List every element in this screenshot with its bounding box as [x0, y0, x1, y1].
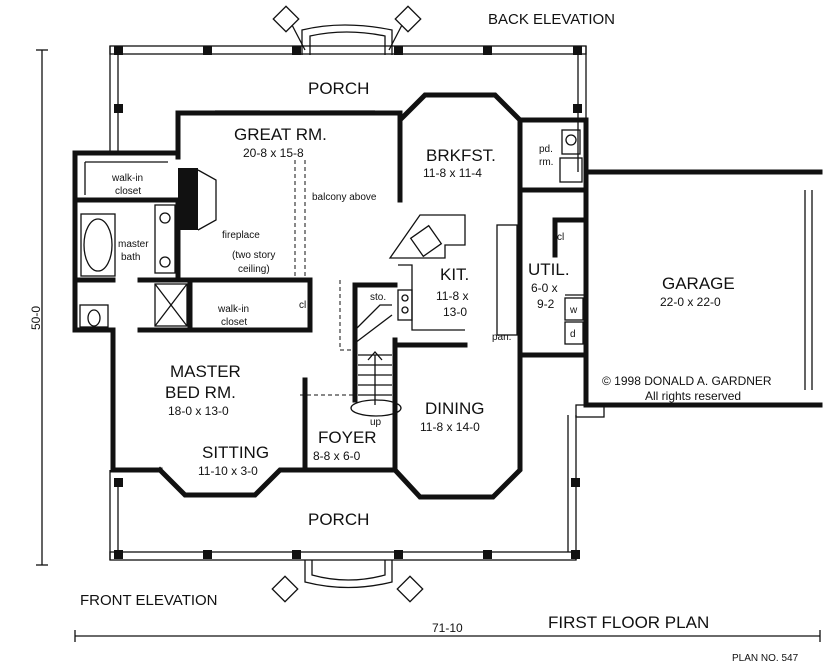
util-dims-1: 6-0 x [531, 281, 558, 295]
closet-cl-a: cl [299, 300, 306, 311]
brkfst-name: BRKFST. [426, 146, 496, 165]
pd-rm-2: rm. [539, 157, 553, 168]
garage-name: GARAGE [662, 274, 735, 293]
fireplace-label: fireplace [222, 230, 260, 241]
porch-front-label: PORCH [308, 510, 369, 529]
sto-label: sto. [370, 292, 386, 303]
kit-dims-2: 13-0 [443, 305, 467, 319]
pan-label: pan. [492, 332, 511, 343]
sitting-name: SITTING [202, 443, 269, 462]
master-bed-dims: 18-0 x 13-0 [168, 404, 229, 418]
closet-cl-b: cl [557, 232, 564, 243]
dining-dims: 11-8 x 14-0 [420, 420, 480, 434]
dimension-lines [36, 49, 821, 642]
washer-label: w [569, 305, 578, 316]
walkin-closet-top-2: closet [115, 186, 141, 197]
stair-up-label: up [370, 417, 382, 428]
walkin-closet-bot-1: walk-in [217, 304, 249, 315]
back-elevation-label: BACK ELEVATION [488, 11, 615, 28]
plan-title: FIRST FLOOR PLAN [548, 613, 709, 632]
porch-back-label: PORCH [308, 79, 369, 98]
garage [583, 169, 823, 408]
kit-dims-1: 11-8 x [436, 289, 468, 303]
dryer-label: d [570, 329, 576, 340]
staircase [350, 304, 402, 417]
walkin-closet-top-1: walk-in [111, 173, 143, 184]
master-bed-name-1: MASTER [170, 362, 241, 381]
garage-dims: 22-0 x 22-0 [660, 295, 721, 309]
balcony-label: balcony above [312, 192, 377, 203]
front-porch [109, 404, 605, 603]
master-bath-2: bath [121, 252, 140, 263]
copyright-line-1: © 1998 DONALD A. GARDNER [602, 374, 772, 388]
back-porch [109, 45, 587, 172]
sitting-dims: 11-10 x 3-0 [198, 464, 258, 478]
master-bath-1: master [118, 239, 149, 250]
front-elevation-label: FRONT ELEVATION [80, 592, 218, 609]
depth-dimension: 50-0 [29, 306, 43, 330]
copyright-line-2: All rights reserved [645, 389, 741, 403]
plan-number: PLAN NO. 547 [732, 653, 799, 664]
width-dimension: 71-10 [432, 621, 463, 635]
two-story-2: ceiling) [238, 264, 270, 275]
foyer-name: FOYER [318, 428, 377, 447]
util-name: UTIL. [528, 260, 570, 279]
two-story-1: (two story [232, 250, 275, 261]
brkfst-dims: 11-8 x 11-4 [423, 166, 482, 180]
util-dims-2: 9-2 [537, 297, 555, 311]
great-rm-dims: 20-8 x 15-8 [243, 146, 304, 160]
house-walls [72, 92, 589, 500]
great-rm-name: GREAT RM. [234, 125, 327, 144]
pd-rm-1: pd. [539, 144, 553, 155]
walkin-closet-bot-2: closet [221, 317, 247, 328]
dining-name: DINING [425, 399, 485, 418]
master-bed-name-2: BED RM. [165, 383, 236, 402]
kit-name: KIT. [440, 265, 469, 284]
foyer-dims: 8-8 x 6-0 [313, 449, 361, 463]
